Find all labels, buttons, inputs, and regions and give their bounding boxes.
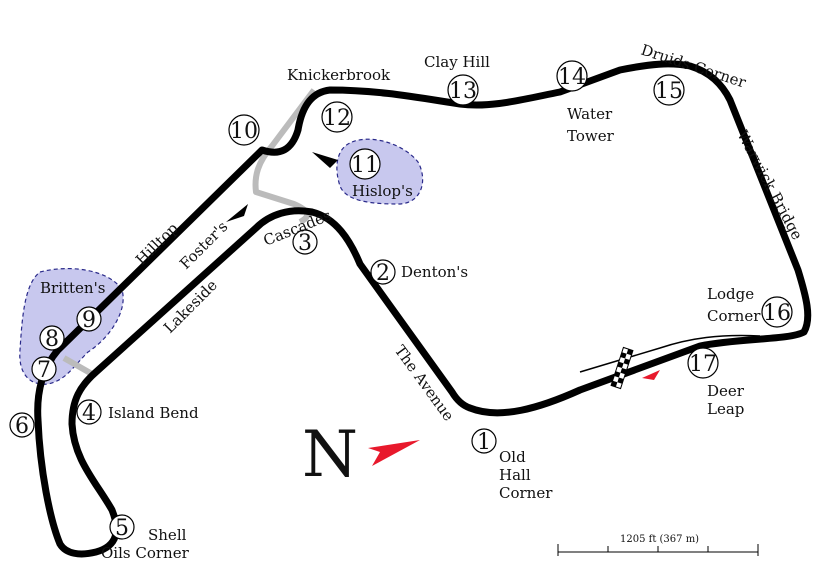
label-deer: Deer (707, 382, 745, 400)
corner-6-number: 6 (15, 414, 29, 439)
label-hall: Hall (499, 466, 531, 484)
corner-10: 10 (228, 114, 260, 146)
corner-12-number: 12 (323, 106, 351, 131)
corner-5: 5 (109, 514, 135, 541)
corner-17-number: 17 (689, 352, 717, 377)
corner-16-number: 16 (763, 301, 791, 326)
label-water: Water (567, 105, 613, 123)
corner-3: 3 (292, 229, 318, 256)
corner-13-number: 13 (449, 79, 477, 104)
label-brittens: Britten's (40, 279, 105, 297)
corner-16: 16 (761, 296, 793, 328)
label-hilltop: Hilltop (132, 219, 182, 269)
pit-lane (579, 334, 761, 373)
label-hislops: Hislop's (352, 182, 413, 200)
direction-arrow-icon (642, 370, 660, 380)
label-warwick-bridge: Warwick Bridge (733, 127, 806, 243)
corner-13: 13 (447, 74, 479, 106)
corner-11-number: 11 (351, 153, 379, 178)
label-old: Old (499, 448, 526, 466)
corner-5-number: 5 (115, 516, 129, 541)
label-dentons: Denton's (401, 263, 468, 281)
corner-7: 7 (31, 356, 57, 383)
corner-4: 4 (76, 399, 102, 426)
corner-1: 1 (471, 428, 497, 455)
north-label: N (302, 418, 358, 492)
label-corner-1: Corner (499, 484, 553, 502)
alternate-track-knickerbrook (252, 88, 317, 225)
start-finish-line (610, 346, 634, 390)
label-oils-corner: Oils Corner (101, 544, 190, 562)
corner-14: 14 (556, 60, 588, 92)
corner-8: 8 (39, 325, 65, 352)
label-island-bend: Island Bend (108, 404, 199, 422)
brittens-chicane-zone (19, 267, 124, 385)
direction-arrow-hislops-icon (312, 152, 338, 168)
corner-1-number: 1 (477, 430, 491, 455)
corner-6: 6 (9, 412, 35, 439)
main-track (34, 60, 812, 558)
corner-4-number: 4 (82, 401, 96, 426)
corner-2-number: 2 (376, 261, 390, 286)
corner-9: 9 (76, 306, 102, 333)
corner-10-number: 10 (230, 119, 258, 144)
label-shell: Shell (148, 526, 187, 544)
corner-12: 12 (321, 101, 353, 133)
corner-15: 15 (653, 74, 685, 106)
label-tower: Tower (567, 127, 615, 145)
label-clay-hill: Clay Hill (424, 53, 490, 71)
corner-7-number: 7 (37, 358, 51, 383)
corner-9-number: 9 (82, 308, 96, 333)
label-lodge: Lodge (707, 285, 754, 303)
alternate-track-brittens (62, 355, 94, 377)
label-lodge-corner: Corner (707, 307, 761, 325)
label-knickerbrook: Knickerbrook (287, 66, 391, 84)
scale-label: 1205 ft (367 m) (620, 534, 699, 545)
corner-8-number: 8 (45, 327, 59, 352)
corner-14-number: 14 (558, 65, 586, 90)
corner-15-number: 15 (655, 79, 683, 104)
north-arrow-icon (368, 440, 420, 466)
corner-11: 11 (349, 148, 381, 180)
corner-2: 2 (370, 259, 396, 286)
scale-bar (557, 544, 759, 556)
label-leap: Leap (707, 400, 744, 418)
corner-3-number: 3 (298, 231, 312, 256)
direction-arrow-fosters-icon (226, 204, 248, 222)
corner-17: 17 (687, 347, 719, 379)
